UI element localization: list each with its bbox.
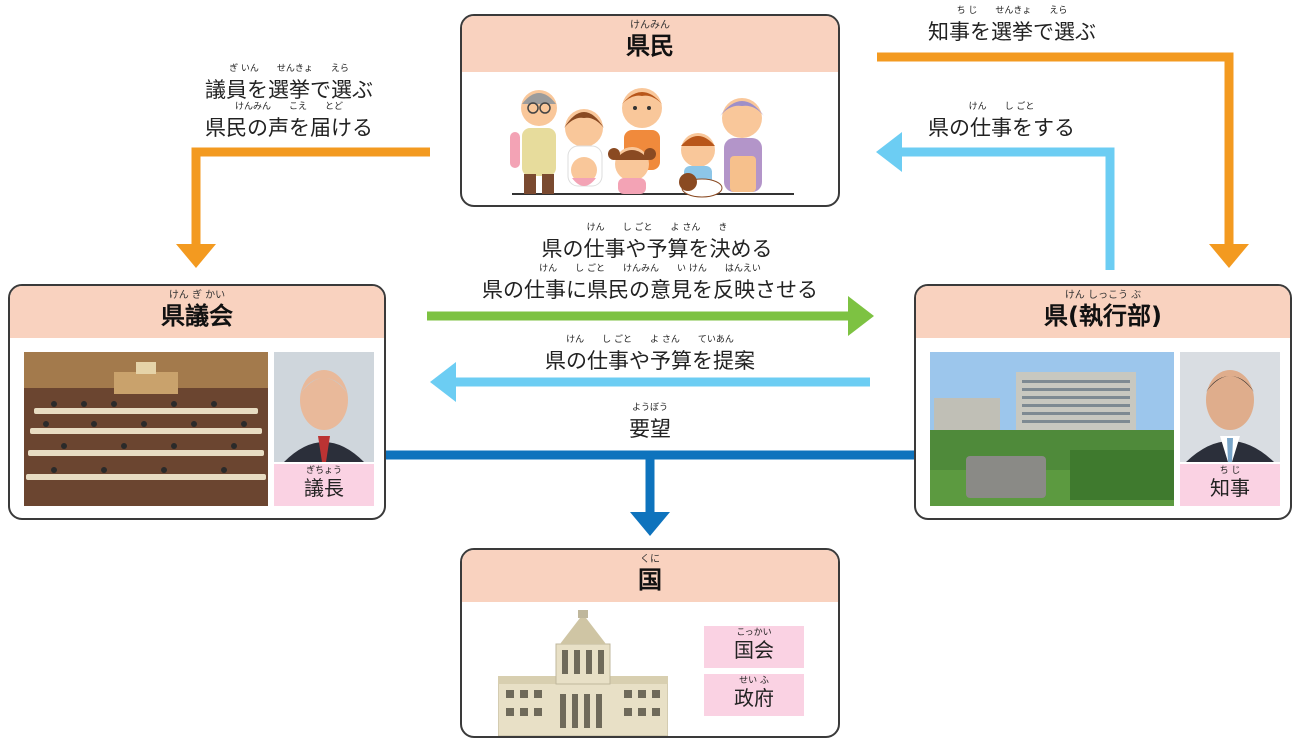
governor-ruby: ち じ: [1219, 466, 1241, 476]
governor-label: 知事: [1210, 476, 1250, 500]
gikai-title: 県議会: [161, 302, 233, 330]
gikai-header: けん ぎ かい 県議会: [10, 286, 384, 338]
arrow-kenmin-to-gikai: [176, 147, 430, 268]
prefectural-office-photo: [930, 352, 1174, 506]
label-reflect-opinion: けん し ごと けんみん い けん はんえい 県の仕事に県民の意見を反映させる: [482, 264, 818, 302]
speaker-portrait: [274, 352, 374, 462]
kenmin-header: けんみん 県民: [462, 16, 838, 72]
label-propose-budget: けん し ごと よ さん ていあん 県の仕事や予算を提案: [545, 335, 755, 373]
speaker-ruby: ぎちょう: [305, 466, 342, 476]
kenmin-ruby: けんみん: [630, 20, 670, 31]
seifu-label: 政府: [734, 686, 774, 710]
seifu-ruby: せい ふ: [739, 676, 769, 686]
governor-nameplate: ち じ 知事: [1180, 464, 1280, 506]
kenmin-box: けんみん 県民: [460, 14, 840, 207]
ken-header: けん しっこう ぶ 県(執行部): [916, 286, 1290, 338]
label-elect-governor: ち じ せんきょ えら 知事を選挙で選ぶ: [928, 6, 1096, 44]
assembly-hall-photo: [24, 352, 268, 506]
ken-title: 県(執行部): [1044, 302, 1162, 330]
gikai-ruby: けん ぎ かい: [168, 290, 226, 301]
gikai-box: けん ぎ かい 県議会: [8, 284, 386, 520]
arrow-kenmin-to-ken: [877, 52, 1249, 268]
label-voice: けんみん こえ とど 県民の声を届ける: [205, 102, 373, 140]
governor-portrait: [1180, 352, 1280, 462]
speaker-nameplate: ぎちょう 議長: [274, 464, 374, 506]
kuni-header: くに 国: [462, 550, 838, 602]
kuni-ruby: くに: [640, 554, 660, 565]
label-request: ようぼう 要望: [629, 403, 671, 441]
ken-box: けん しっこう ぶ 県(執行部) ち じ 知事: [914, 284, 1292, 520]
arrow-request-to-kuni: [386, 450, 916, 536]
seifu-plate: せい ふ 政府: [704, 674, 804, 716]
label-do-work: けん し ごと 県の仕事をする: [928, 102, 1075, 140]
kuni-box: くに 国 こっかい 国会 せい ふ 政府: [460, 548, 840, 738]
label-decide-budget: けん し ごと よ さん き 県の仕事や予算を決める: [541, 223, 773, 261]
diet-building-illustration: [498, 610, 668, 736]
label-elect-council: ぎ いん せんきょ えら 議員を選挙で選ぶ: [205, 64, 373, 102]
arrow-ken-to-kenmin: [876, 132, 1115, 270]
kokkai-plate: こっかい 国会: [704, 626, 804, 668]
family-illustration: [510, 88, 794, 198]
kokkai-ruby: こっかい: [736, 628, 772, 638]
kokkai-label: 国会: [734, 638, 774, 662]
kuni-title: 国: [638, 566, 662, 594]
arrow-ken-to-gikai: [430, 362, 870, 402]
ken-ruby: けん しっこう ぶ: [1064, 290, 1142, 301]
arrow-gikai-to-ken: [427, 296, 874, 336]
speaker-label: 議長: [304, 476, 344, 500]
kenmin-title: 県民: [626, 32, 674, 60]
